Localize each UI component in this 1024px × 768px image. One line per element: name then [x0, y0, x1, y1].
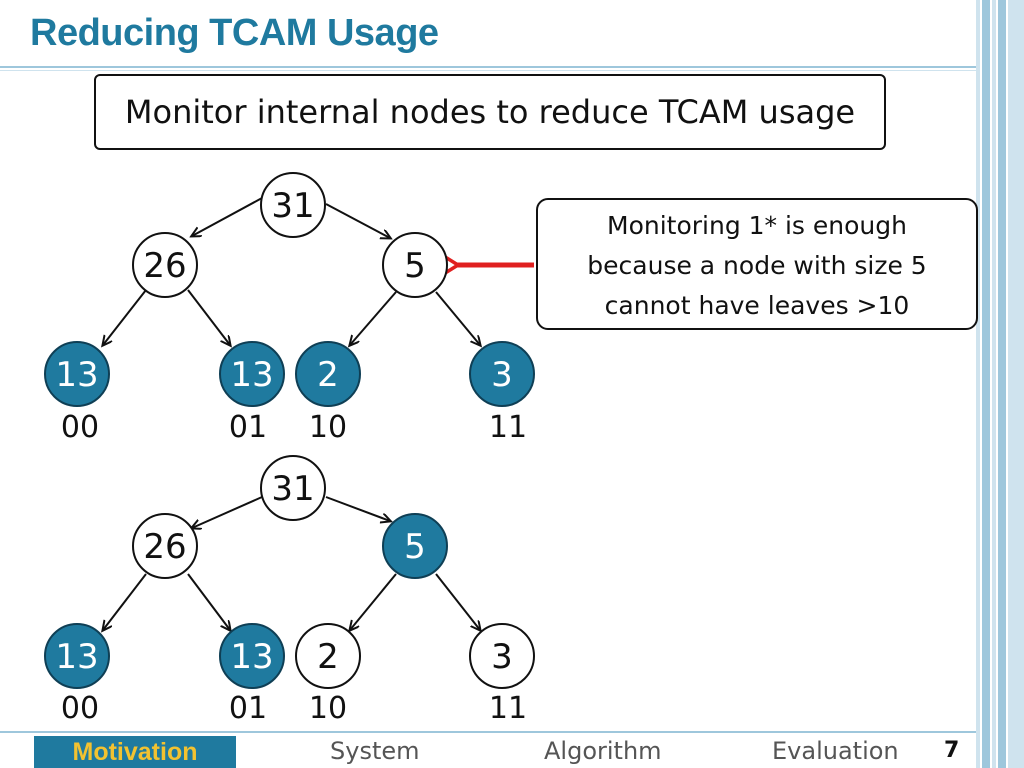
tree-2-leaf-3: 3	[469, 623, 535, 689]
decorative-side-bars	[976, 0, 1024, 768]
title-divider-2	[0, 70, 976, 71]
tree-1-internal-node-left: 26	[132, 232, 198, 298]
tree-1-root-value: 31	[271, 186, 314, 226]
tree-2-leaf-1-value: 13	[230, 637, 273, 677]
tree-2-internal-right-value: 5	[404, 527, 426, 567]
title-divider	[0, 66, 976, 68]
tree-2-nodes: 31 26 5 13 13 2 3	[44, 455, 535, 689]
tree-2-internal-node-left: 26	[132, 513, 198, 579]
page-number: 7	[944, 738, 960, 763]
page-title: Reducing TCAM Usage	[30, 12, 439, 54]
side-callout-box: Monitoring 1* is enough because a node w…	[536, 198, 978, 330]
top-callout-text: Monitor internal nodes to reduce TCAM us…	[124, 93, 856, 131]
footer-divider	[0, 731, 976, 733]
side-callout-line-3: cannot have leaves >10	[604, 291, 910, 320]
tree-1-leaf-label-3: 11	[489, 410, 527, 445]
tree-1-leaf-1-value: 13	[230, 355, 273, 395]
tree-1-leaf-1: 13	[219, 341, 285, 407]
tree-1-leaf-labels: 00 01 10 11	[61, 410, 527, 445]
tree-2-root-node: 31	[260, 455, 326, 521]
nav-item-motivation[interactable]: Motivation	[34, 736, 236, 768]
tree-1-leaf-3-value: 3	[491, 355, 513, 395]
tree-2-edges	[103, 496, 480, 630]
tree-1-root-node: 31	[260, 172, 326, 238]
side-callout-line-1: Monitoring 1* is enough	[607, 211, 907, 240]
tree-2-leaf-3-value: 3	[491, 637, 513, 677]
tree-2-root-value: 31	[271, 469, 314, 509]
tree-2-internal-left-value: 26	[143, 527, 186, 567]
nav-item-algorithm[interactable]: Algorithm	[544, 737, 662, 765]
tree-1-leaf-0: 13	[44, 341, 110, 407]
tree-2-leaf-label-2: 10	[309, 691, 347, 726]
tree-1-edges	[103, 197, 480, 345]
top-callout-box: Monitor internal nodes to reduce TCAM us…	[94, 74, 886, 150]
footer-nav: Motivation System Algorithm Evaluation	[0, 733, 980, 768]
nav-item-evaluation[interactable]: Evaluation	[772, 737, 899, 765]
tree-2-leaf-label-1: 01	[229, 691, 267, 726]
side-callout-line-2: because a node with size 5	[587, 251, 927, 280]
tree-1-leaf-label-0: 00	[61, 410, 99, 445]
tree-2-leaf-2-value: 2	[317, 637, 339, 677]
tree-2-leaf-0: 13	[44, 623, 110, 689]
nav-item-system[interactable]: System	[330, 737, 420, 765]
tree-1-internal-right-value: 5	[404, 246, 426, 286]
tree-2-leaf-2: 2	[295, 623, 361, 689]
tree-2-leaf-labels: 00 01 10 11	[61, 691, 527, 726]
tree-2-leaf-label-3: 11	[489, 691, 527, 726]
tree-1-leaf-label-2: 10	[309, 410, 347, 445]
tree-1-leaf-2: 2	[295, 341, 361, 407]
tree-2-leaf-1: 13	[219, 623, 285, 689]
tree-1-leaf-label-1: 01	[229, 410, 267, 445]
tree-1-internal-left-value: 26	[143, 246, 186, 286]
tree-2-leaf-label-0: 00	[61, 691, 99, 726]
tree-1-leaf-0-value: 13	[55, 355, 98, 395]
tree-1-leaf-3: 3	[469, 341, 535, 407]
tree-1-nodes: 31 26 5 13 13 2 3	[44, 172, 535, 407]
tree-1-internal-node-right: 5	[382, 232, 448, 298]
tree-2-internal-node-right: 5	[382, 513, 448, 579]
tree-1-leaf-2-value: 2	[317, 355, 339, 395]
tree-2-leaf-0-value: 13	[55, 637, 98, 677]
